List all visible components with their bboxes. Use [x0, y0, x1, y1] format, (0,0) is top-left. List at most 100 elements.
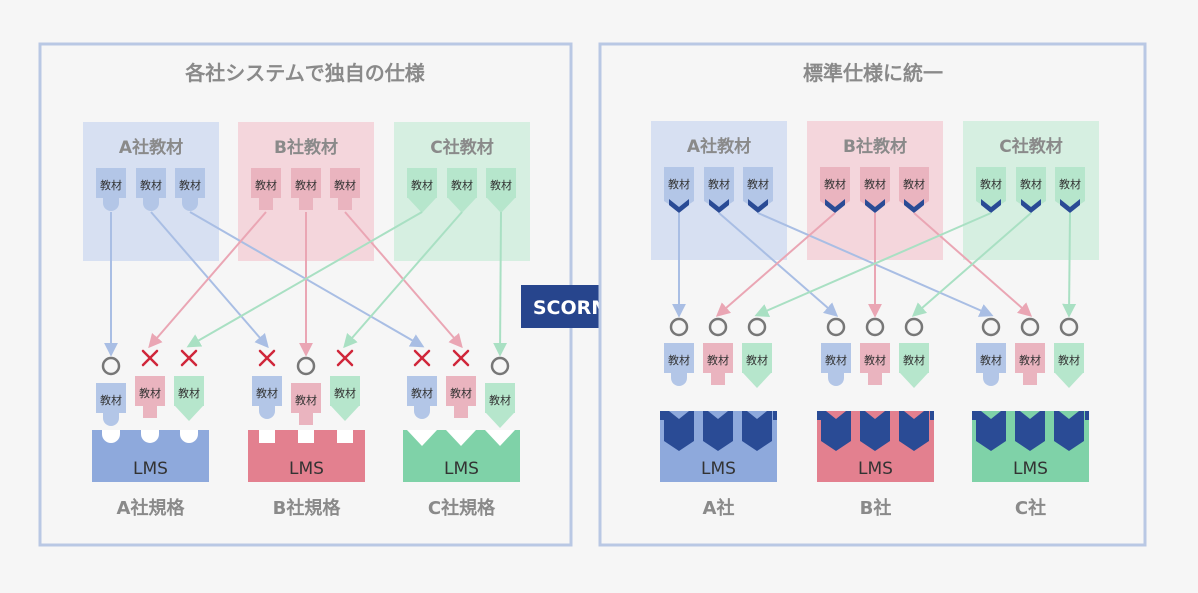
course-piece: 教材 [743, 167, 773, 213]
piece-body [291, 383, 321, 413]
piece-stem [1016, 197, 1046, 211]
slot-piece: 教材 [407, 376, 437, 419]
piece-body [664, 167, 694, 197]
piece-body [96, 383, 126, 413]
connector-square-icon [143, 406, 157, 418]
connector-triangle-icon [448, 198, 476, 213]
standard-socket-icon [860, 411, 890, 451]
socket-triangle-icon [446, 430, 476, 446]
piece-label: 教材 [451, 178, 473, 192]
connection-line-c-to-a [186, 211, 423, 348]
piece-label: 教材 [255, 178, 277, 192]
piece-body [252, 376, 282, 406]
piece-body [976, 167, 1006, 197]
socket-edge [972, 411, 976, 420]
ng-cross-icon [180, 349, 198, 367]
standard-connector-icon [1021, 199, 1041, 213]
course-piece: 教材 [1055, 167, 1085, 213]
piece-label: 教材 [825, 353, 847, 367]
piece-body [664, 343, 694, 373]
course-piece: 教材 [407, 168, 437, 213]
piece-label: 教材 [179, 178, 201, 192]
course-piece: 教材 [664, 167, 694, 213]
connector-round-icon [259, 406, 275, 419]
piece-label: 教材 [489, 393, 511, 407]
connection-line-c-to-a [754, 212, 992, 317]
piece-body [976, 343, 1006, 373]
course-piece: 教材 [704, 167, 734, 213]
ok-circle-icon [669, 317, 689, 337]
ng-cross-stroke [258, 349, 276, 367]
connector-round-icon [103, 198, 119, 211]
course-piece: 教材 [251, 168, 281, 210]
socket-edge [817, 411, 821, 420]
piece-label: 教材 [1019, 353, 1041, 367]
piece-label: 教材 [139, 386, 161, 400]
standard-socket-icon [664, 411, 694, 451]
ng-cross-stroke [336, 349, 354, 367]
course-piece: 教材 [175, 168, 205, 211]
standard-connector-icon [709, 199, 729, 213]
piece-body [1054, 343, 1084, 373]
course-group-a: A社教材教材教材教材 [651, 121, 787, 260]
connector-round-icon [143, 198, 159, 211]
socket-triangle-icon [407, 430, 437, 446]
connector-triangle-icon [175, 406, 203, 421]
course-piece: 教材 [899, 167, 929, 213]
course-piece: 教材 [976, 167, 1006, 213]
piece-body [407, 376, 437, 406]
piece-label: 教材 [411, 386, 433, 400]
piece-stem [743, 197, 773, 211]
lms-footer-label: B社 [860, 497, 892, 519]
standard-connector-icon [669, 199, 689, 213]
lms-label: LMS [133, 459, 168, 479]
piece-stem [899, 197, 929, 211]
lms-label: LMS [858, 459, 893, 479]
piece-label: 教材 [747, 177, 769, 191]
piece-body [330, 168, 360, 198]
course-piece: 教材 [860, 167, 890, 213]
standard-connector-icon [825, 199, 845, 213]
connector-square-icon [868, 373, 882, 385]
slot-piece: 教材 [742, 343, 772, 388]
piece-body [330, 376, 360, 406]
connection-line-b-to-a [148, 211, 267, 349]
piece-stem [664, 197, 694, 211]
connector-square-icon [299, 198, 313, 210]
piece-label: 教材 [100, 178, 122, 192]
connection-line-b-to-a [715, 212, 836, 317]
course-piece: 教材 [291, 168, 321, 210]
piece-body [136, 168, 166, 198]
course-group-title: B社教材 [843, 136, 907, 157]
course-piece: 教材 [820, 167, 850, 213]
piece-label: 教材 [824, 177, 846, 191]
socket-round-icon [180, 430, 198, 443]
connector-round-icon [983, 373, 999, 386]
ng-cross-icon [336, 349, 354, 367]
piece-body [860, 167, 890, 197]
connector-square-icon [259, 198, 273, 210]
connector-triangle-icon [408, 198, 436, 213]
piece-label: 教材 [1059, 177, 1081, 191]
connector-round-icon [103, 413, 119, 426]
piece-label: 教材 [980, 177, 1002, 191]
connector-triangle-icon [486, 413, 514, 428]
slot-piece: 教材 [485, 383, 515, 428]
connection-line-c-to-c [1062, 212, 1077, 318]
ng-cross-stroke [452, 349, 470, 367]
lms-label: LMS [289, 459, 324, 479]
connection-line-c-to-c [493, 211, 508, 357]
piece-label: 教材 [864, 353, 886, 367]
piece-label: 教材 [295, 178, 317, 192]
socket-edge [660, 411, 664, 420]
course-group-title: C社教材 [999, 136, 1062, 157]
piece-body [135, 376, 165, 406]
piece-body [485, 383, 515, 413]
piece-body [1055, 167, 1085, 197]
left-panel: 各社システムで独自の仕様 A社教材教材教材教材B社教材教材教材教材C社教材教材教… [38, 42, 573, 547]
slot-piece: 教材 [446, 376, 476, 418]
ng-cross-stroke [180, 349, 198, 367]
piece-stem [1055, 197, 1085, 211]
piece-body [251, 168, 281, 198]
